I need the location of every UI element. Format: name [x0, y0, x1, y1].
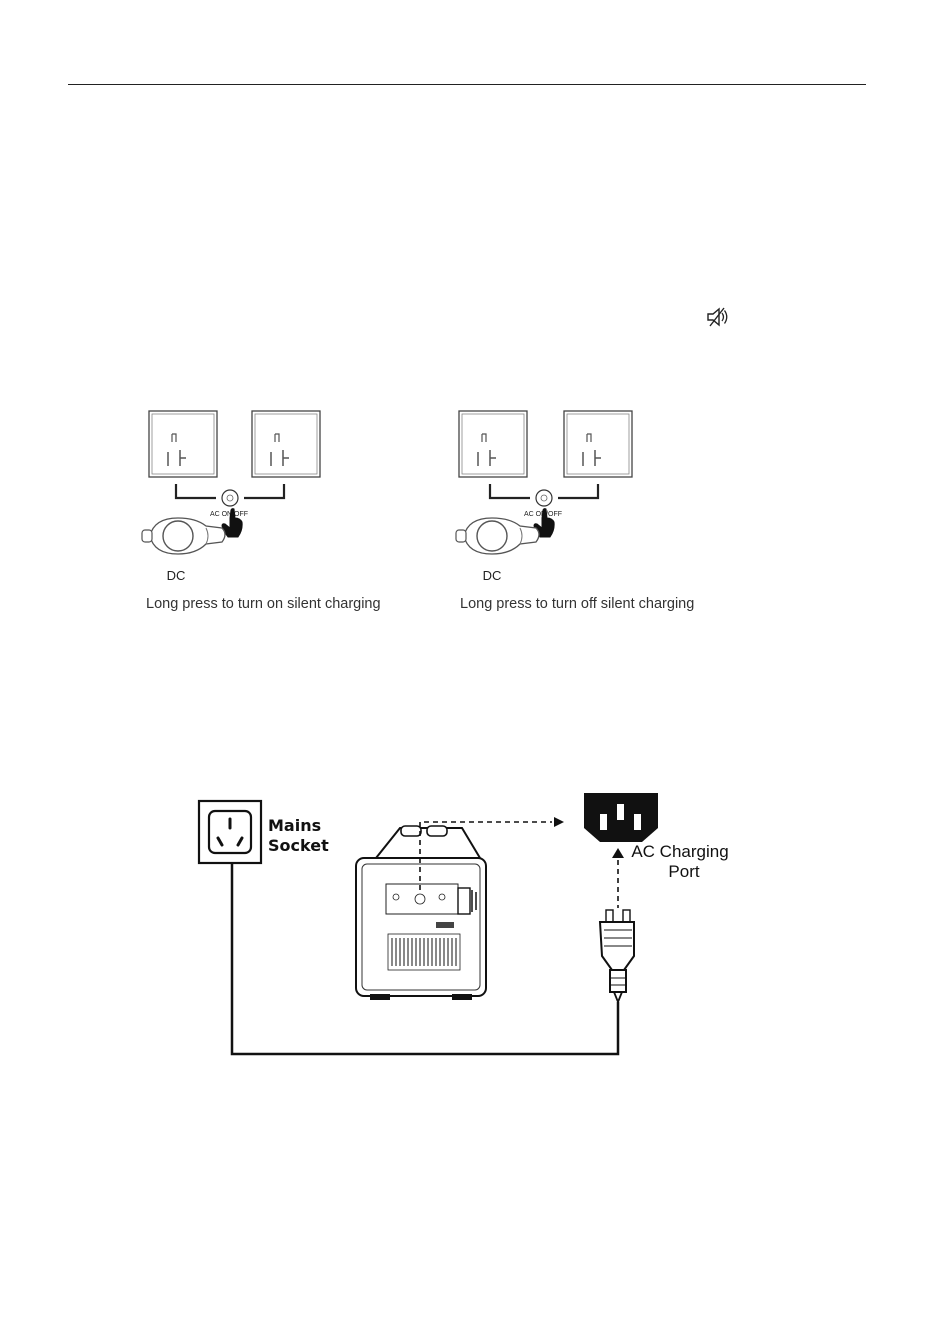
power-plug-icon [600, 910, 634, 1002]
silent-on-illustration: AC ON/OFF DC [136, 404, 426, 584]
ac-outlet-icon [252, 411, 320, 477]
dc-label: DC [167, 568, 186, 583]
ac-charging-diagram [180, 780, 760, 1070]
ac-outlet-icon [149, 411, 217, 477]
dc-port-icon [142, 518, 225, 554]
ac-charging-port-label-line2: Port [626, 862, 734, 882]
ac-outlet-icon [564, 411, 632, 477]
dc-port-icon [456, 518, 539, 554]
ac-charging-port-label-line1: AC Charging [626, 842, 734, 862]
header-rule [68, 84, 866, 85]
mute-speaker-icon [704, 304, 730, 330]
mains-socket-label: Mains Socket [268, 816, 329, 856]
power-station-illustration [356, 826, 486, 1000]
silent-off-caption: Long press to turn off silent charging [460, 596, 694, 612]
ac-button-label: AC ON/OFF [210, 511, 248, 518]
silent-on-caption: Long press to turn on silent charging [146, 596, 381, 612]
mains-socket-icon [199, 801, 261, 863]
mains-socket-label-line1: Mains [268, 816, 329, 836]
power-button-icon [536, 490, 552, 506]
silent-off-illustration: AC ON/OFF DC [450, 404, 740, 584]
ac-charging-port-label: AC Charging Port [626, 842, 734, 882]
dc-label: DC [483, 568, 502, 583]
mains-socket-label-line2: Socket [268, 836, 329, 856]
ac-inlet-icon [584, 793, 658, 842]
power-button-icon [222, 490, 238, 506]
ac-outlet-icon [459, 411, 527, 477]
